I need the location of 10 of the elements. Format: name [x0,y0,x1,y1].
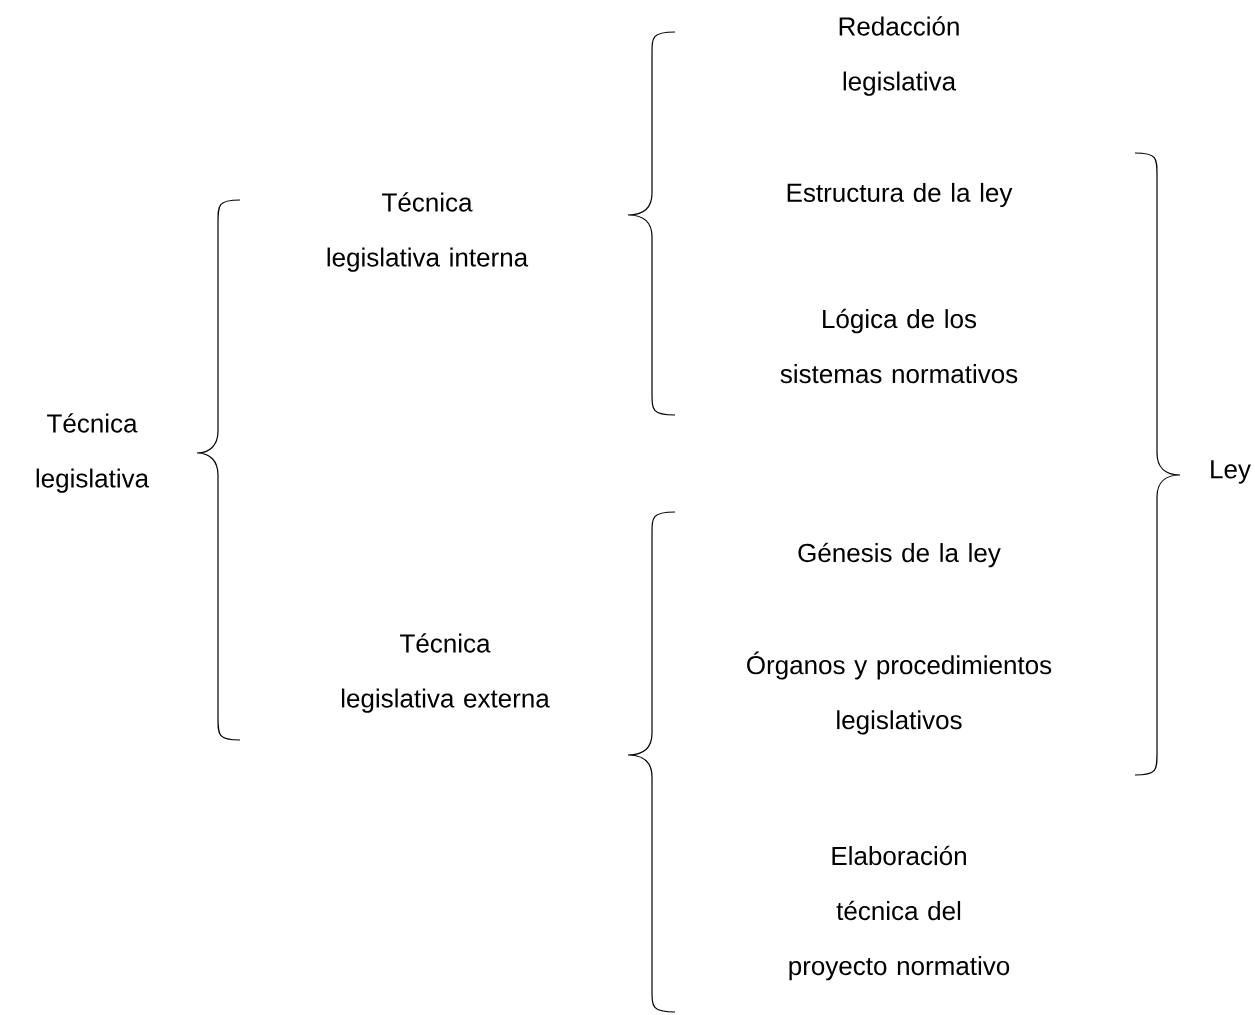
category-label: Ley [1211,460,1251,484]
category-label: Técnica legislativa [36,413,150,493]
category-label: Redacción legislativa [839,16,959,96]
category-label: Estructura de la ley [787,182,1013,208]
category-label: Lógica de los sistemas normativos [780,308,1018,384]
category-label: Génesis de la ley [798,542,1001,568]
category-label: Técnica legislativa externa [342,633,550,713]
category-label: Elaboración técnica del proyecto normativo [789,845,1010,981]
category-label: Técnica legislativa interna [327,192,529,272]
category-label: Órganos y procedimientos legislativos [747,651,1052,735]
